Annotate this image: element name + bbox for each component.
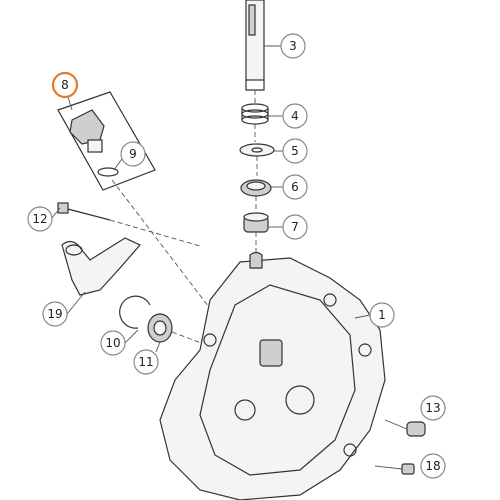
part-5-washer	[239, 143, 275, 176]
callout-1: 1	[369, 302, 395, 328]
callout-label-4: 4	[291, 109, 299, 123]
part-1-cover-housing	[159, 251, 386, 500]
part-12-bolt	[57, 202, 201, 247]
callout-label-5: 5	[291, 144, 299, 158]
callout-label-12: 12	[32, 212, 47, 226]
part-18-screw	[374, 463, 415, 475]
callout-6: 6	[282, 174, 308, 200]
part-3-shaft	[245, 0, 265, 105]
callout-label-10: 10	[105, 336, 120, 350]
callout-11: 11	[133, 349, 159, 375]
callout-label-13: 13	[425, 401, 440, 415]
callout-9: 9	[120, 141, 146, 167]
callout-label-11: 11	[138, 355, 153, 369]
callout-label-19: 19	[47, 307, 62, 321]
callout-8: 8	[51, 71, 79, 99]
callout-label-6: 6	[291, 180, 299, 194]
part-10-circlip	[119, 295, 151, 329]
callout-label-18: 18	[425, 459, 440, 473]
leader-lines	[50, 45, 371, 353]
part-8-alignment-line	[111, 179, 216, 316]
callout-7: 7	[282, 214, 308, 240]
part-13-plug	[384, 419, 426, 437]
callout-label-1: 1	[378, 308, 386, 322]
callout-label-7: 7	[291, 220, 299, 234]
callout-label-3: 3	[289, 39, 297, 53]
part-4-spring	[241, 103, 269, 142]
callout-12: 12	[27, 206, 53, 232]
part-6-bearing	[240, 179, 272, 212]
callout-13: 13	[420, 395, 446, 421]
callout-19: 19	[42, 301, 68, 327]
callout-3: 3	[280, 33, 306, 59]
part-7-bearing	[243, 212, 269, 262]
part-11-bearing	[147, 313, 221, 351]
callout-18: 18	[420, 453, 446, 479]
part-19-bracket	[61, 237, 141, 296]
callout-4: 4	[282, 103, 308, 129]
callout-label-8: 8	[61, 78, 69, 92]
callout-label-9: 9	[129, 147, 137, 161]
part-8-cap-assembly	[57, 91, 156, 191]
callout-10: 10	[100, 330, 126, 356]
callout-5: 5	[282, 138, 308, 164]
